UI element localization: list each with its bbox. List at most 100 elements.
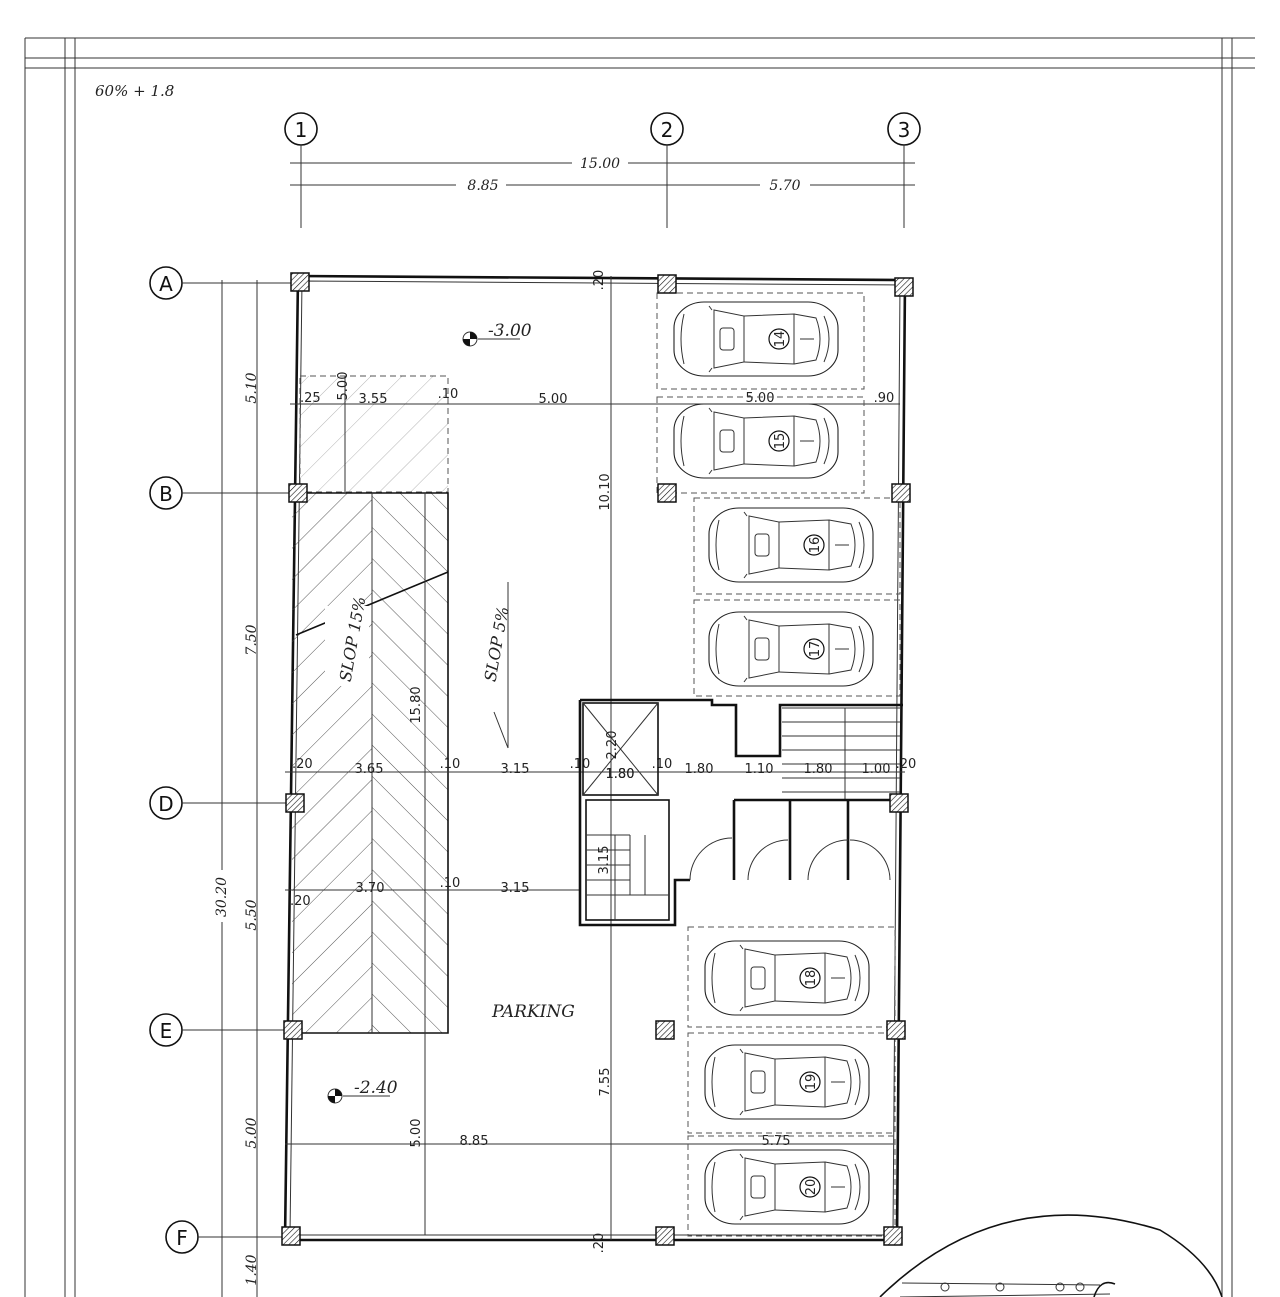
svg-text:.90: .90 (874, 391, 895, 406)
svg-text:3.55: 3.55 (359, 392, 388, 407)
svg-text:-2.40: -2.40 (354, 1078, 398, 1098)
svg-text:1.10: 1.10 (745, 762, 774, 777)
car-14: 14 (673, 301, 839, 377)
svg-text:1.80: 1.80 (804, 762, 833, 777)
svg-text:15: 15 (773, 433, 788, 450)
level-marker-upper: -3.00 (462, 321, 532, 347)
svg-text:3.15: 3.15 (597, 846, 612, 875)
svg-text:.20: .20 (592, 1233, 607, 1254)
column-F2 (655, 1226, 675, 1246)
level-marker-lower: -2.40 (327, 1078, 398, 1104)
column-A3 (894, 277, 914, 297)
svg-text:8.85: 8.85 (467, 178, 498, 194)
svg-text:3: 3 (898, 118, 911, 142)
svg-text:5.00: 5.00 (746, 391, 775, 406)
parking-label: PARKING (491, 1002, 575, 1022)
left-dimensions: 5.10 7.50 5.50 5.00 30.20 1.40 (214, 280, 260, 1297)
svg-text:D: D (158, 792, 173, 816)
car-17: 17 (708, 611, 874, 687)
parking-dimensions: 5.00 5.00 .90 10.10 .20 7.55 5.00 .20 .2… (285, 270, 917, 1254)
svg-text:A: A (159, 272, 173, 296)
svg-text:5.70: 5.70 (769, 178, 800, 194)
grid-row-D: D (149, 786, 300, 820)
svg-text:-3.00: -3.00 (488, 321, 532, 341)
car-16: 16 (708, 507, 874, 583)
svg-text:3.15: 3.15 (501, 881, 530, 896)
svg-text:7.50: 7.50 (244, 624, 260, 655)
core: 2.20 1.80 3.15 (578, 698, 903, 927)
svg-text:2.20: 2.20 (605, 731, 620, 760)
svg-text:10.10: 10.10 (598, 473, 613, 510)
svg-text:30.20: 30.20 (214, 877, 230, 917)
svg-text:20: 20 (804, 1179, 819, 1196)
column-D1 (285, 793, 305, 813)
column-B1 (288, 483, 308, 503)
svg-text:15.00: 15.00 (580, 156, 620, 172)
svg-text:1.40: 1.40 (244, 1254, 260, 1285)
svg-text:1: 1 (295, 118, 308, 142)
svg-text:7.55: 7.55 (598, 1068, 613, 1097)
top-dimensions: 15.00 8.85 5.70 (290, 155, 915, 194)
svg-text:8.85: 8.85 (460, 1134, 489, 1149)
svg-text:5.00: 5.00 (244, 1117, 260, 1148)
car-19: 19 (704, 1044, 870, 1120)
svg-text:3.70: 3.70 (356, 881, 385, 896)
svg-text:18: 18 (804, 970, 819, 987)
svg-text:2: 2 (661, 118, 674, 142)
grid-row-F: F (165, 1220, 300, 1254)
svg-text:1.80: 1.80 (685, 762, 714, 777)
column-B3 (891, 483, 911, 503)
parking-bays (656, 292, 901, 1237)
sheet-frame (24, 37, 1255, 1297)
svg-text:15.80: 15.80 (409, 686, 424, 723)
svg-text:.20: .20 (896, 757, 917, 772)
svg-text:.10: .10 (440, 757, 461, 772)
grid-column-3: 3 (887, 112, 921, 228)
grid-row-B: B (149, 476, 300, 510)
column-E2 (655, 1020, 675, 1040)
car-18: 18 (704, 940, 870, 1016)
svg-text:.10: .10 (438, 387, 459, 402)
svg-text:.10: .10 (652, 757, 673, 772)
car-20: 20 (704, 1149, 870, 1225)
svg-text:5.75: 5.75 (762, 1134, 791, 1149)
svg-text:E: E (160, 1019, 173, 1043)
svg-text:F: F (176, 1226, 188, 1250)
svg-text:1.00: 1.00 (862, 762, 891, 777)
svg-text:16: 16 (808, 537, 823, 554)
svg-text:5.50: 5.50 (244, 899, 260, 930)
svg-text:5.00: 5.00 (336, 372, 351, 401)
svg-text:.20: .20 (290, 894, 311, 909)
svg-text:5.00: 5.00 (539, 392, 568, 407)
scale-note: 60% + 1.8 (95, 82, 174, 100)
column-B2 (657, 483, 677, 503)
grid-row-E: E (149, 1013, 300, 1047)
svg-text:.20: .20 (592, 270, 607, 291)
column-F3 (883, 1226, 903, 1246)
svg-text:B: B (159, 482, 173, 506)
grid-column-2: 2 (650, 112, 684, 228)
column-F1 (281, 1226, 301, 1246)
car-15: 15 (673, 403, 839, 479)
entrance-curve (879, 1214, 1223, 1297)
svg-text:1.80: 1.80 (606, 767, 635, 782)
svg-text:.25: .25 (300, 391, 321, 406)
column-D3 (889, 793, 909, 813)
svg-text:3.65: 3.65 (355, 762, 384, 777)
grid-row-A: A (149, 266, 300, 300)
svg-text:5.10: 5.10 (244, 372, 260, 403)
grid-column-1: 1 (284, 112, 318, 228)
svg-text:.10: .10 (440, 876, 461, 891)
parking-slope: SLOP 5% (481, 582, 513, 749)
column-E3 (886, 1020, 906, 1040)
svg-text:14: 14 (773, 331, 788, 348)
column-E1 (283, 1020, 303, 1040)
column-A1 (290, 272, 310, 292)
stair-core (585, 799, 670, 921)
column-A2 (657, 274, 677, 294)
structural-columns (281, 272, 914, 1246)
svg-text:19: 19 (804, 1074, 819, 1091)
elevator-shaft (582, 702, 659, 796)
svg-text:.20: .20 (292, 757, 313, 772)
